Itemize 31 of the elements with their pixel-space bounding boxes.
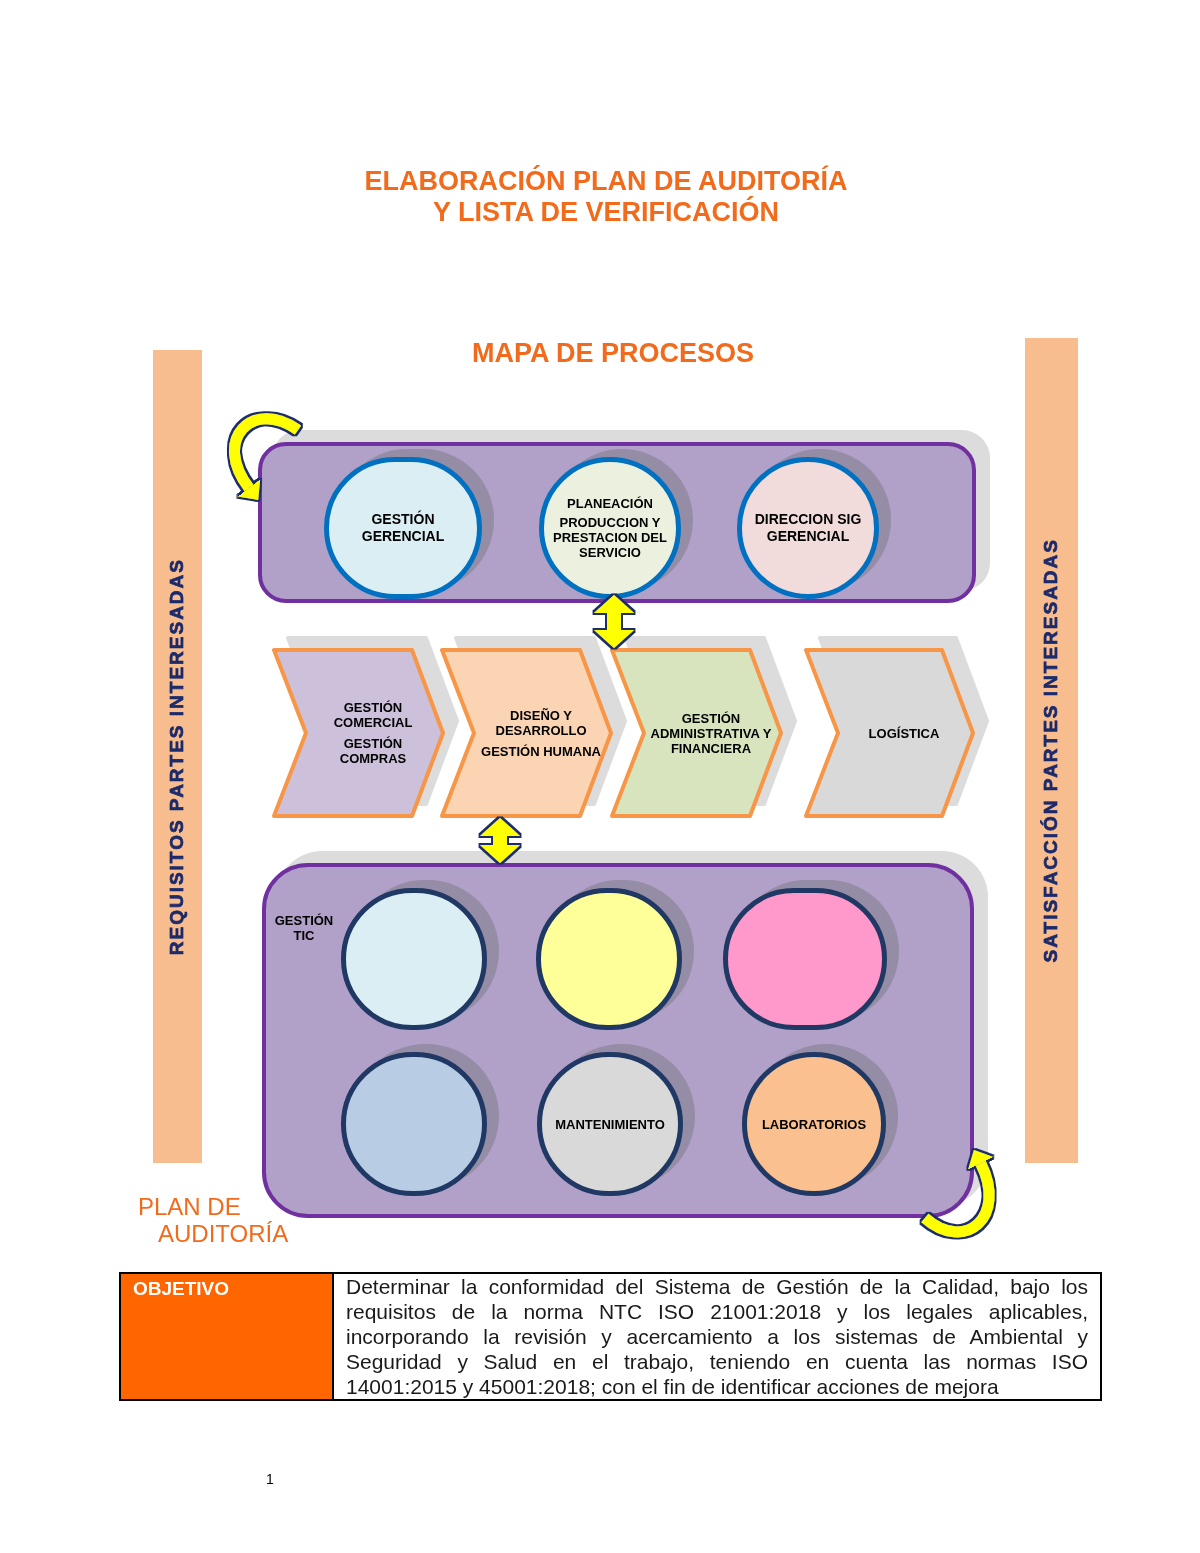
node-label: GESTIÓN ADMINISTRATIVA Y FINANCIERA bbox=[649, 710, 773, 756]
node-label: PRODUCCION Y PRESTACION DEL SERVICIO bbox=[552, 515, 668, 560]
section-heading: PLAN DE AUDITORÍA bbox=[138, 1193, 290, 1247]
node-label: GESTIÓN COMERCIAL bbox=[332, 700, 414, 730]
block-arrow bbox=[480, 818, 521, 863]
page-number: 1 bbox=[266, 1470, 274, 1489]
side-band bbox=[1025, 338, 1078, 1163]
node-label: PLANEACIÓN bbox=[567, 496, 653, 511]
table-header-cell: OBJETIVO bbox=[121, 1274, 332, 1399]
map-heading: MAPA DE PROCESOS bbox=[470, 337, 755, 369]
node-label: GESTIÓN HUMANA bbox=[481, 743, 601, 759]
process-step bbox=[272, 648, 446, 818]
side-band bbox=[153, 350, 202, 1163]
block-arrow bbox=[594, 595, 634, 648]
page-title: ELABORACIÓN PLAN DE AUDITORÍA Y LISTA DE VERIFICACIÓN bbox=[363, 166, 849, 228]
node-label: MANTENIMIENTO bbox=[555, 1116, 665, 1132]
node-label: GESTIÓN GERENCIAL bbox=[360, 511, 446, 545]
table-cell: Determinar la conformidad del Sistema de Gestión de la Calidad, bajo los requisitos de la norma NTC ISO 21001:2018 y los legales aplicables, incorporando la revisión y acercamiento a los sistemas de Ambiental y Seguridad y Salud en el trabajo, teniendo en cuenta las normas ISO 14001:2015 y 45001:2018; con el fin de identificar acciones de mejora bbox=[332, 1274, 1100, 1399]
process-step bbox=[610, 648, 784, 818]
circle-caption: GESTIÓN TIC bbox=[273, 913, 335, 943]
band-label: SATISFACCIÓN PARTES INTERESADAS bbox=[1039, 538, 1063, 963]
node-label: GESTIÓN COMPRAS bbox=[338, 736, 408, 766]
node-label: LOGÍSTICA bbox=[868, 725, 940, 741]
node-label: DISEÑO Y DESARROLLO bbox=[494, 707, 588, 738]
node-label: LABORATORIOS bbox=[761, 1116, 867, 1132]
band-label: REQUISITOS PARTES INTERESADAS bbox=[165, 557, 189, 956]
process-step bbox=[804, 648, 976, 818]
process-step bbox=[440, 648, 614, 818]
curved-arrow bbox=[229, 413, 301, 501]
node-label: DIRECCION SIG GERENCIAL bbox=[753, 511, 863, 545]
curved-arrow bbox=[921, 1149, 995, 1238]
